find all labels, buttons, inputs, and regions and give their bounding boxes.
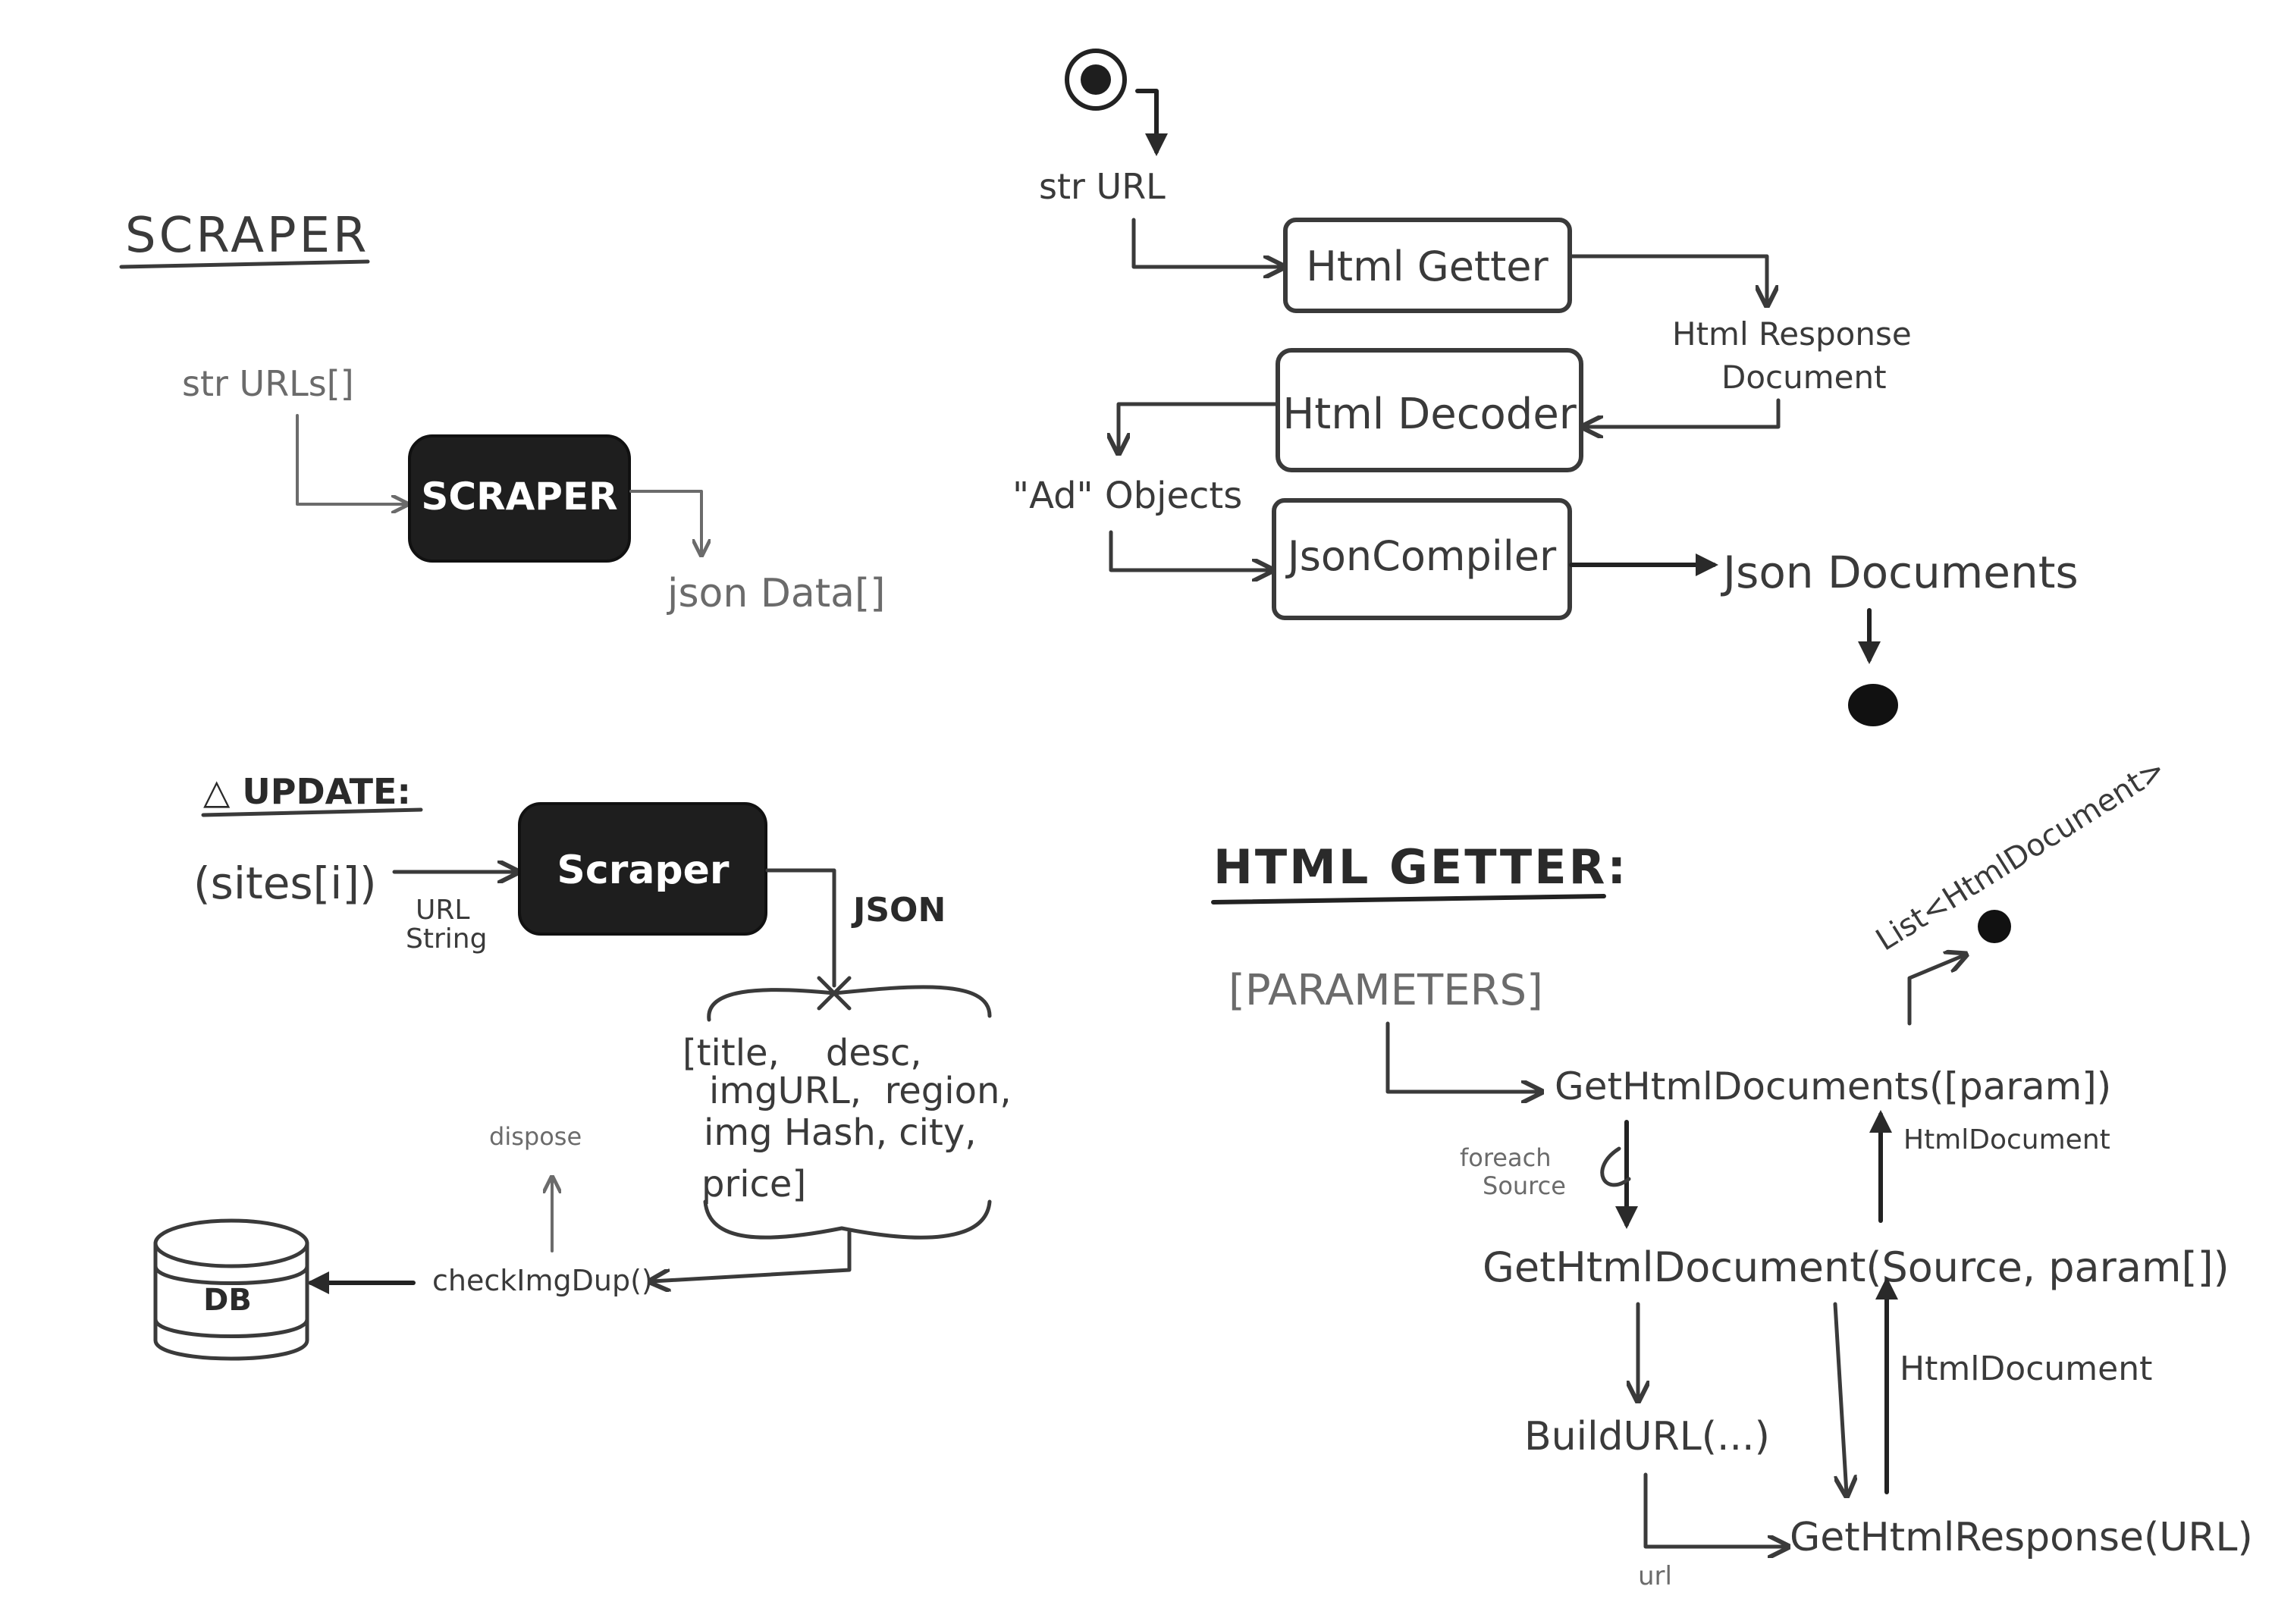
html-response-label-1: Html Response xyxy=(1672,315,1912,353)
fields-line-3: img Hash, city, xyxy=(704,1111,976,1154)
json-documents-label: Json Documents xyxy=(1721,547,2079,598)
foreach-loop-icon xyxy=(1600,1146,1631,1187)
fields-line-1: [title, desc, xyxy=(682,1032,922,1074)
html-getter-title-underline xyxy=(1211,894,1606,904)
start-arrow xyxy=(1135,89,1168,156)
html-getter-box xyxy=(1283,218,1572,313)
fields-to-check-arrow xyxy=(652,1230,852,1281)
build-url-label: BuildURL(...) xyxy=(1524,1414,1770,1459)
scraper-to-json-line xyxy=(765,868,836,988)
fields-brace-top xyxy=(707,985,992,1022)
foreach-label-1: foreach xyxy=(1460,1143,1551,1172)
response-to-decoder-arrow xyxy=(1585,398,1781,427)
fields-line-4: price] xyxy=(701,1163,806,1205)
sites-label: (sites[i]) xyxy=(193,857,377,909)
html-response-label-2: Document xyxy=(1721,359,1887,396)
params-to-getdocs-arrow xyxy=(1385,1021,1539,1092)
scraper-box xyxy=(408,434,631,563)
update-section: △ UPDATE: (sites[i]) URL String Scraper … xyxy=(153,771,1012,1361)
url-label: url xyxy=(1638,1561,1672,1591)
flow-input-arrow xyxy=(1131,218,1282,267)
fields-line-2: imgURL, region, xyxy=(709,1070,1012,1112)
list-output-label: List<HtmlDocument> xyxy=(1870,751,2172,958)
check-img-dup-label: checkImgDup() xyxy=(432,1264,653,1297)
list-end-node xyxy=(1978,910,2011,943)
html-document-label-2: HtmlDocument xyxy=(1900,1350,2152,1388)
scraper-box-label: SCRAPER xyxy=(421,475,617,519)
flow-input-label: str URL xyxy=(1039,166,1166,207)
dispose-label: dispose xyxy=(489,1122,582,1151)
html-decoder-label: Html Decoder xyxy=(1282,390,1577,439)
scraper-section: SCRAPER str URLs[] SCRAPER json Data[] xyxy=(119,208,886,616)
scraper-input-arrow xyxy=(296,414,406,504)
buildurl-to-response-arrow xyxy=(1643,1472,1786,1547)
start-node-outer xyxy=(1065,49,1127,111)
update-scraper-label: Scraper xyxy=(557,848,730,893)
end-node xyxy=(1848,684,1898,726)
flow-section: str URL Html Getter Html Response Docume… xyxy=(1012,49,2079,726)
html-decoder-box xyxy=(1276,348,1583,472)
url-string-label-1: URL xyxy=(416,895,469,926)
scraper-input-label: str URLs[] xyxy=(182,363,354,404)
scraper-output-arrow xyxy=(629,490,701,553)
update-title-underline xyxy=(201,807,423,817)
parameters-label: [PARAMETERS] xyxy=(1228,966,1543,1015)
fields-brace-x xyxy=(817,976,852,1011)
scraper-output-label: json Data[] xyxy=(667,571,886,616)
fields-brace-bottom xyxy=(703,1199,992,1240)
ad-to-compiler-arrow xyxy=(1109,530,1270,570)
html-document-label-1: HtmlDocument xyxy=(1903,1124,2110,1155)
json-label: JSON xyxy=(851,891,946,930)
scraper-title-underline xyxy=(119,259,370,269)
url-string-label-2: String xyxy=(406,923,487,955)
scraper-title: SCRAPER xyxy=(125,208,369,264)
db-cylinder: DB xyxy=(153,1218,309,1361)
foreach-label-2: Source xyxy=(1483,1171,1566,1200)
getter-to-response-arrow xyxy=(1569,254,1767,303)
get-html-document-label: GetHtmlDocument(Source, param[]) xyxy=(1483,1243,2230,1291)
start-node-inner xyxy=(1081,64,1111,95)
get-html-documents-label: GetHtmlDocuments([param]) xyxy=(1555,1064,2111,1108)
html-getter-title: HTML GETTER: xyxy=(1213,839,1628,895)
update-scraper-box xyxy=(518,802,767,936)
ad-objects-label: "Ad" Objects xyxy=(1012,475,1242,517)
html-getter-label: Html Getter xyxy=(1306,243,1549,290)
get-html-response-label: GetHtmlResponse(URL) xyxy=(1790,1515,2253,1560)
getdocs-to-list-arrow xyxy=(1907,955,1964,1026)
update-title: △ UPDATE: xyxy=(203,771,411,812)
json-compiler-label: JsonCompiler xyxy=(1285,532,1557,580)
decoder-to-ad-arrow xyxy=(1119,402,1279,451)
getdoc-to-response-arrow xyxy=(1833,1302,1847,1494)
json-compiler-box xyxy=(1272,498,1572,620)
html-getter-section: HTML GETTER: [PARAMETERS] GetHtmlDocumen… xyxy=(1211,751,2253,1591)
db-label: DB xyxy=(203,1283,252,1318)
